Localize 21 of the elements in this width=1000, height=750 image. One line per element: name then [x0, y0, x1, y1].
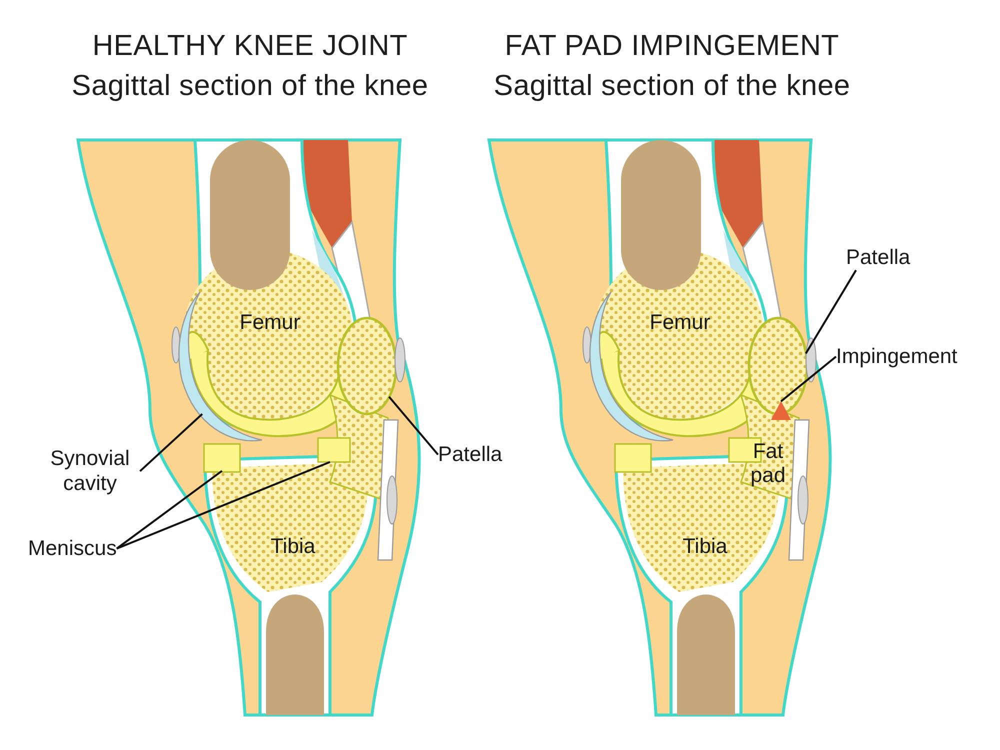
patella	[336, 316, 398, 416]
part-label: Femur	[240, 311, 300, 336]
panel-heading: HEALTHY KNEE JOINT	[92, 30, 408, 63]
callout-label: Meniscus	[28, 536, 117, 562]
callout-label: Patella	[846, 245, 910, 270]
part-label: Tibia	[682, 535, 728, 560]
callout-label: Synovial cavity	[40, 446, 140, 496]
meniscus	[203, 443, 241, 473]
patella	[748, 316, 808, 416]
leader-line	[139, 413, 203, 472]
part-label: Tibia	[270, 535, 316, 560]
panel-heading: Sagittal section of the knee	[494, 70, 850, 103]
callout-label: Patella	[438, 442, 502, 468]
part-label: Femur	[650, 311, 710, 336]
panel-heading: Sagittal section of the knee	[72, 70, 428, 103]
callout-label: Impingement	[836, 344, 958, 370]
panel-heading: FAT PAD IMPINGEMENT	[504, 30, 840, 63]
leader-line	[804, 270, 857, 354]
impingement-area	[771, 401, 791, 420]
leader-line	[388, 396, 439, 456]
meniscus	[317, 437, 351, 463]
